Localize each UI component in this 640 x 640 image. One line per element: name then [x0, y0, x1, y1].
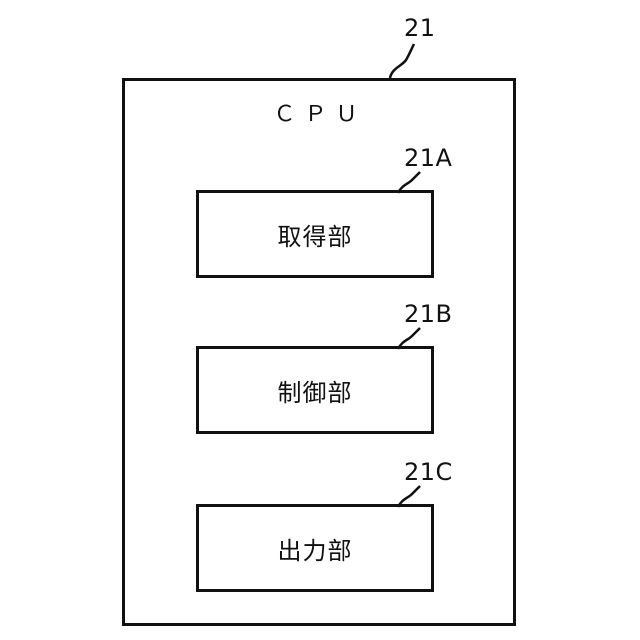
cpu-label: ＣＰＵ: [270, 96, 370, 128]
ref-label-21: 21: [404, 16, 436, 40]
control-unit-label: 制御部: [278, 373, 353, 408]
ref-label-21c: 21C: [404, 460, 453, 484]
ref-label-21a: 21A: [404, 146, 452, 170]
acquisition-unit-block: 取得部: [196, 190, 434, 278]
acquisition-unit-label: 取得部: [278, 217, 353, 252]
leader-line-21: [390, 44, 414, 78]
output-unit-label: 出力部: [278, 531, 353, 566]
control-unit-block: 制御部: [196, 346, 434, 434]
output-unit-block: 出力部: [196, 504, 434, 592]
ref-label-21b: 21B: [404, 302, 453, 326]
